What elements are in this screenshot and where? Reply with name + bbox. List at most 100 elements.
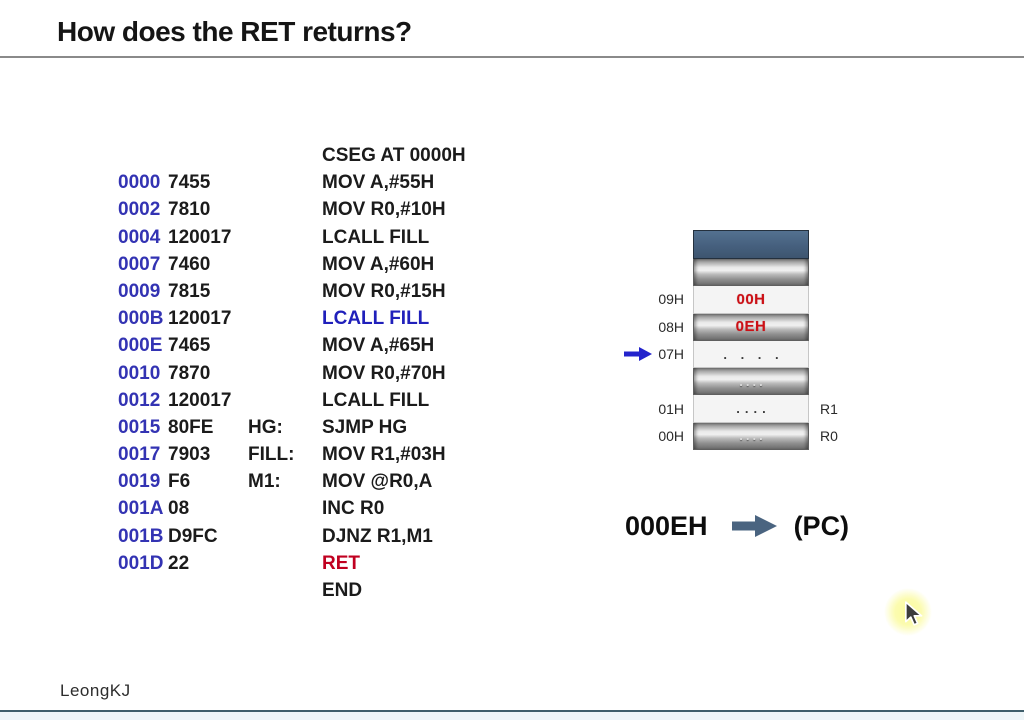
stack-cell-value: .... xyxy=(736,401,771,417)
right-block-arrow-icon xyxy=(731,515,777,537)
stack-cell-value: . . . . xyxy=(723,346,784,362)
code-address: 0002 xyxy=(118,199,161,221)
code-opcode: 7870 xyxy=(168,362,211,384)
code-instruction: LCALL FILL xyxy=(322,308,430,330)
code-instruction: LCALL FILL xyxy=(322,389,430,411)
code-address: 0010 xyxy=(118,362,161,384)
code-row: 0015 80FE HG: SJMP HG xyxy=(0,414,620,441)
code-instruction: MOV R0,#10H xyxy=(322,199,446,221)
code-opcode: 120017 xyxy=(168,308,232,330)
code-instruction: CSEG AT 0000H xyxy=(322,145,466,166)
stack-address-label: 08H xyxy=(658,318,684,335)
code-row: 0007 7460 MOV A,#60H xyxy=(0,251,620,278)
code-address: 001D xyxy=(118,552,164,574)
bottom-strip xyxy=(0,712,1024,720)
code-instruction: LCALL FILL xyxy=(322,226,430,248)
code-row: 0002 7810 MOV R0,#10H xyxy=(0,196,620,223)
code-instruction: MOV R0,#15H xyxy=(322,280,446,302)
author-credit: LeongKJ xyxy=(60,681,131,700)
code-opcode: 7810 xyxy=(168,199,211,221)
code-instruction: SJMP HG xyxy=(322,416,408,438)
code-instruction: MOV R1,#03H xyxy=(322,444,446,466)
stack-address-label: 01H xyxy=(658,400,684,417)
code-instruction: INC R0 xyxy=(322,498,385,520)
stack-diagram: 00H 09H 0EH 08H . . . . 07H........ 01H R1.... 0… xyxy=(624,230,838,451)
code-opcode: 22 xyxy=(168,552,190,574)
code-label: FILL: xyxy=(248,444,295,466)
code-opcode: 7455 xyxy=(168,172,211,194)
code-address: 000B xyxy=(118,308,164,330)
stack-row: . . . . 07H xyxy=(624,340,809,369)
code-row: END xyxy=(0,577,620,604)
stack-register-label: R1 xyxy=(820,400,838,417)
pc-assignment: 000EH (PC) xyxy=(625,508,849,544)
code-row: 0000 7455 MOV A,#55H xyxy=(0,169,620,196)
code-opcode: D9FC xyxy=(168,525,218,547)
code-label: HG: xyxy=(248,416,283,438)
code-instruction: MOV A,#55H xyxy=(322,172,435,194)
pc-target: (PC) xyxy=(793,510,850,541)
stack-address-label: 09H xyxy=(658,291,684,308)
code-row: 0012 120017 LCALL FILL xyxy=(0,387,620,414)
code-address: 0019 xyxy=(118,471,161,493)
stack-row: .... 01H R1 xyxy=(658,395,838,423)
code-address: 0015 xyxy=(118,416,161,438)
code-opcode: 08 xyxy=(168,498,190,520)
code-address: 0007 xyxy=(118,253,161,275)
code-address: 001B xyxy=(118,525,164,547)
code-row: 0010 7870 MOV R0,#70H xyxy=(0,360,620,387)
stack-pointer-arrow-icon xyxy=(624,347,652,362)
code-instruction: MOV @R0,A xyxy=(322,471,433,493)
stack-address-label: 00H xyxy=(658,427,684,444)
stack-row xyxy=(693,259,809,287)
code-instruction: RET xyxy=(322,552,360,574)
stack-register-label: R0 xyxy=(820,427,838,444)
stack-row: 00H 09H xyxy=(658,286,809,314)
code-address: 0004 xyxy=(118,226,161,248)
code-instruction: MOV A,#60H xyxy=(322,253,435,275)
code-address: 0000 xyxy=(118,172,161,194)
title-divider xyxy=(0,56,1024,58)
code-instruction: MOV A,#65H xyxy=(322,335,435,357)
stack-header-block xyxy=(693,230,809,259)
code-row: 0009 7815 MOV R0,#15H xyxy=(0,278,620,305)
stack-address-label: 07H xyxy=(658,346,684,363)
code-opcode: 7815 xyxy=(168,280,211,302)
code-opcode: 120017 xyxy=(168,389,232,411)
code-address: 0012 xyxy=(118,389,161,411)
code-opcode: 80FE xyxy=(168,416,214,438)
bottom-divider xyxy=(0,710,1024,712)
code-address: 000E xyxy=(118,335,163,357)
stack-cell-value: 0EH xyxy=(735,318,767,336)
code-instruction: END xyxy=(322,580,363,601)
stack-row: 0EH 08H xyxy=(658,313,809,341)
code-row: CSEG AT 0000H xyxy=(0,142,620,169)
stack-row: .... 00H R0 xyxy=(658,422,838,451)
mouse-cursor-icon xyxy=(905,601,923,626)
code-address: 0017 xyxy=(118,444,161,466)
code-address: 0009 xyxy=(118,280,161,302)
code-opcode: 120017 xyxy=(168,226,232,248)
code-row: 0019 F6 M1: MOV @R0,A xyxy=(0,468,620,495)
stack-cell-value: .... xyxy=(739,373,766,389)
code-opcode: F6 xyxy=(168,471,191,493)
page-title: How does the RET returns? xyxy=(57,16,412,47)
code-opcode: 7460 xyxy=(168,253,211,275)
code-row: 0004 120017 LCALL FILL xyxy=(0,224,620,251)
code-label: M1: xyxy=(248,471,281,493)
pc-value: 000EH xyxy=(625,510,708,541)
code-instruction: DJNZ R1,M1 xyxy=(322,525,433,547)
stack-row: .... xyxy=(693,368,809,396)
stack-cell-value: .... xyxy=(739,428,766,444)
code-instruction: MOV R0,#70H xyxy=(322,362,446,384)
stack-cell-value: 00H xyxy=(736,290,766,308)
code-opcode: 7465 xyxy=(168,335,211,357)
